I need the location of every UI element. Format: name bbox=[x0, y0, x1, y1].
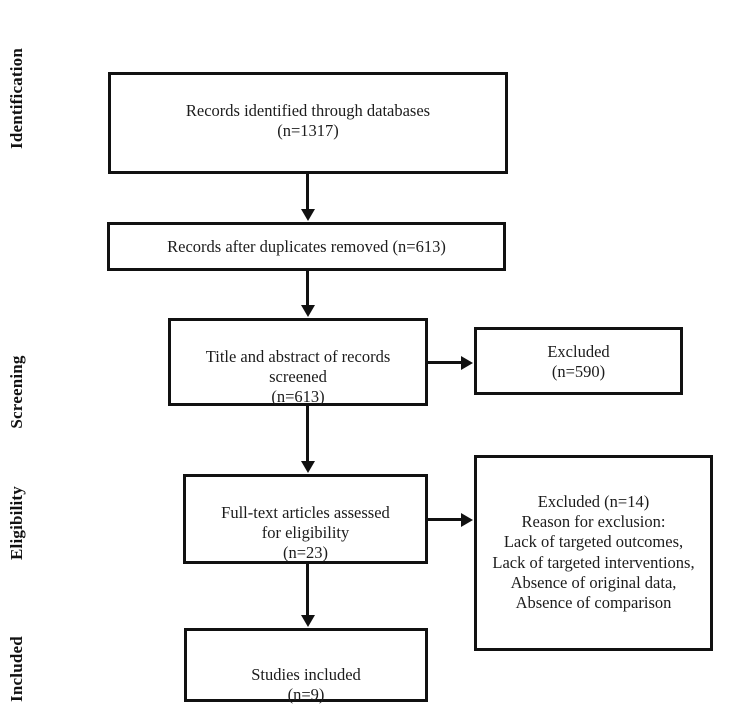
box-records-screened-text: Title and abstract of records screened (… bbox=[205, 347, 391, 407]
stage-label-screening: Screening bbox=[7, 355, 26, 429]
arrow-fulltext-to-excluded bbox=[428, 518, 462, 521]
arrow-identified-to-deduplicated bbox=[306, 174, 309, 210]
box-records-screened: Title and abstract of records screened (… bbox=[168, 318, 428, 406]
box-records-after-duplicates-text: Records after duplicates removed (n=613) bbox=[167, 237, 446, 257]
box-excluded-screening: Excluded (n=590) bbox=[474, 327, 683, 395]
arrow-screened-to-excluded bbox=[428, 361, 462, 364]
box-excluded-eligibility-text: Excluded (n=14) Reason for exclusion: La… bbox=[492, 492, 695, 612]
stage-label-included: Included bbox=[7, 636, 26, 702]
box-records-identified-text: Records identified through databases (n=… bbox=[185, 101, 431, 141]
box-records-after-duplicates: Records after duplicates removed (n=613) bbox=[107, 222, 506, 271]
box-excluded-eligibility: Excluded (n=14) Reason for exclusion: La… bbox=[474, 455, 713, 651]
arrow-deduplicated-to-screened bbox=[306, 271, 309, 306]
arrow-screened-to-fulltext bbox=[306, 406, 309, 462]
box-full-text-assessed-text: Full-text articles assessed for eligibil… bbox=[221, 503, 390, 563]
box-studies-included-text: Studies included (n=9) bbox=[251, 665, 361, 705]
arrow-fulltext-to-included bbox=[306, 564, 309, 616]
box-studies-included: Studies included (n=9) bbox=[184, 628, 428, 705]
box-records-identified: Records identified through databases (n=… bbox=[108, 72, 508, 174]
box-excluded-screening-text: Excluded (n=590) bbox=[547, 341, 610, 381]
box-full-text-assessed: Full-text articles assessed for eligibil… bbox=[183, 474, 428, 564]
stage-label-eligibility: Eligibility bbox=[7, 486, 26, 560]
stage-label-identification: Identification bbox=[7, 47, 26, 149]
